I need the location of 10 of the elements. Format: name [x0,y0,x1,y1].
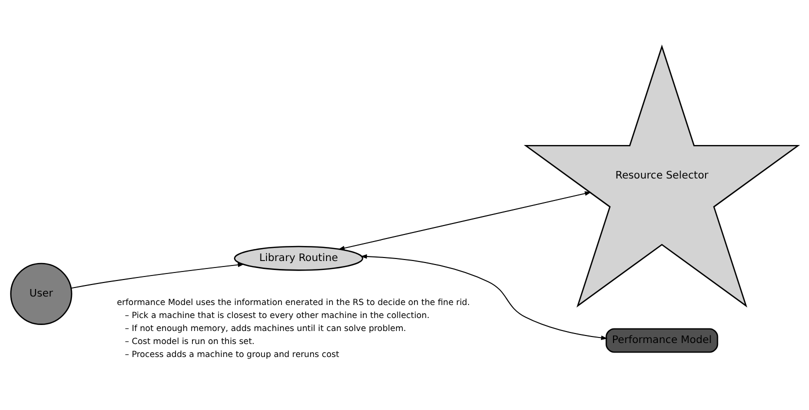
label: – Pick a machine that is closest to every other machine in the collection. [124,310,430,320]
label: – If not enough memory, adds machines until it can solve problem. [124,322,406,333]
node-circle: User [10,262,72,324]
node-box: Performance Model [606,328,718,352]
label: – Cost model is run on this set. [124,335,255,346]
arrow [360,254,608,340]
arrow [70,262,244,288]
arrow [338,190,592,250]
label: erformance Model uses the information enerated in the RS to decide on the fine rid. [116,296,470,307]
label: – Process adds a machine to group and reruns cost [124,348,340,358]
